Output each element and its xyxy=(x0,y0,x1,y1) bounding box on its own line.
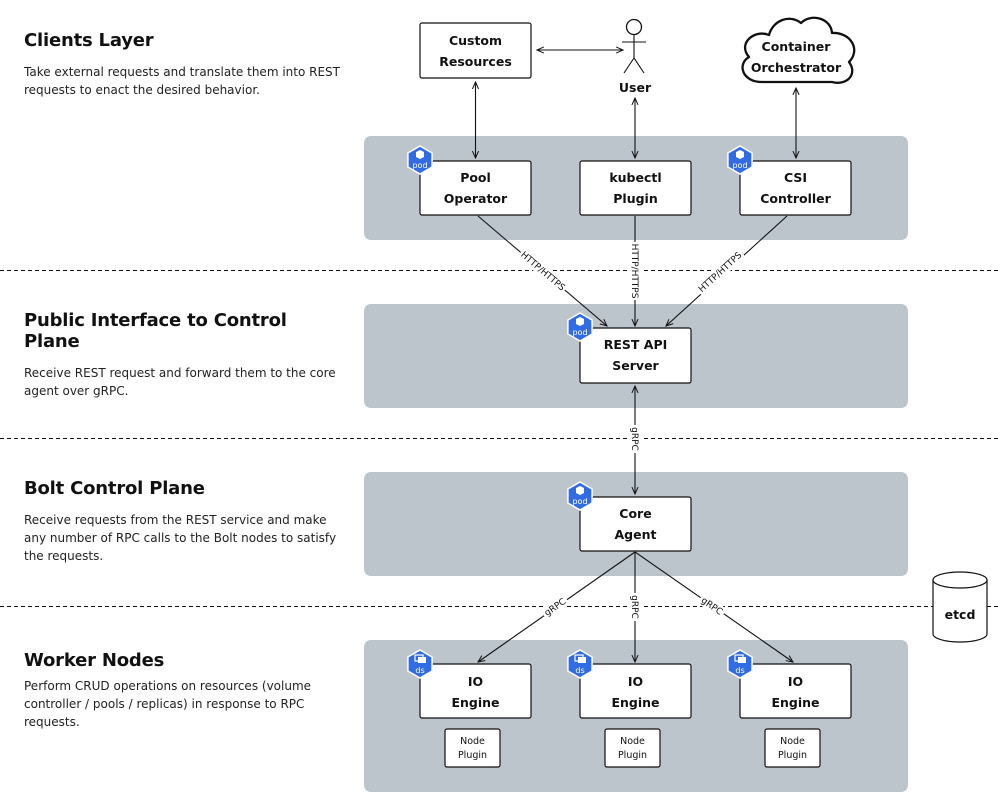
svg-text:Node: Node xyxy=(460,736,485,747)
svg-text:pod: pod xyxy=(732,161,747,170)
container-orchestrator-label: Orchestrator xyxy=(751,60,842,75)
svg-text:Core: Core xyxy=(619,506,651,521)
svg-text:CSI: CSI xyxy=(784,170,807,185)
section-public-interface: Public Interface to Control Plane Receiv… xyxy=(24,310,344,400)
user-icon xyxy=(622,18,646,74)
pod-badge-icon: pod xyxy=(567,312,593,342)
svg-text:ds: ds xyxy=(575,666,584,675)
pod-badge-icon: pod xyxy=(727,145,753,175)
section-title: Bolt Control Plane xyxy=(24,478,205,499)
custom-resources-node: Custom Resources xyxy=(419,22,532,79)
section-title: Worker Nodes xyxy=(24,650,165,671)
pod-badge-icon: pod xyxy=(407,145,433,175)
kubectl-plugin-node: kubectl Plugin xyxy=(579,160,692,216)
svg-text:Node: Node xyxy=(620,736,645,747)
edge-label: gRPC xyxy=(629,427,639,451)
etcd-database-icon xyxy=(932,571,988,643)
svg-text:Controller: Controller xyxy=(760,191,831,206)
svg-text:pod: pod xyxy=(572,497,587,506)
svg-text:Pool: Pool xyxy=(460,170,491,185)
svg-text:Plugin: Plugin xyxy=(613,191,657,206)
svg-text:Plugin: Plugin xyxy=(458,750,487,761)
svg-text:Engine: Engine xyxy=(611,695,659,710)
section-title: Clients Layer xyxy=(24,30,154,51)
rest-api-server-node: REST API Server xyxy=(579,327,692,384)
svg-text:pod: pod xyxy=(572,328,587,337)
svg-text:REST API: REST API xyxy=(604,337,668,352)
section-description: Perform CRUD operations on resources (vo… xyxy=(24,679,312,729)
user-label: User xyxy=(619,80,652,95)
section-title: Public Interface to Control Plane xyxy=(24,310,287,352)
edge-label: gRPC xyxy=(629,595,639,619)
svg-text:Server: Server xyxy=(612,358,659,373)
svg-text:pod: pod xyxy=(412,161,427,170)
section-description: Receive requests from the REST service a… xyxy=(24,513,337,563)
etcd-label: etcd xyxy=(945,607,976,622)
node-plugin-node: Node Plugin xyxy=(604,728,661,768)
node-plugin-node: Node Plugin xyxy=(444,728,501,768)
node-plugin-node: Node Plugin xyxy=(764,728,821,768)
svg-text:Engine: Engine xyxy=(771,695,819,710)
ds-badge-icon: ds xyxy=(727,649,753,679)
pool-operator-node: Pool Operator xyxy=(419,160,532,216)
svg-text:Agent: Agent xyxy=(615,527,657,542)
svg-text:kubectl: kubectl xyxy=(609,170,661,185)
svg-text:ds: ds xyxy=(735,666,744,675)
section-bolt-control-plane: Bolt Control Plane Receive requests from… xyxy=(24,478,344,565)
core-agent-node: Core Agent xyxy=(579,496,692,552)
section-description: Take external requests and translate the… xyxy=(24,65,340,97)
svg-text:Custom: Custom xyxy=(449,33,502,48)
svg-text:Resources: Resources xyxy=(439,54,512,69)
csi-controller-node: CSI Controller xyxy=(739,160,852,216)
io-engine-node: IO Engine xyxy=(739,663,852,719)
io-engine-node: IO Engine xyxy=(419,663,532,719)
container-orchestrator-label: Container xyxy=(762,39,832,54)
svg-text:Plugin: Plugin xyxy=(618,750,647,761)
section-description: Receive REST request and forward them to… xyxy=(24,366,336,398)
io-engine-node: IO Engine xyxy=(579,663,692,719)
svg-text:IO: IO xyxy=(788,674,803,689)
edge-label: HTTP/HTTPS xyxy=(518,250,566,293)
svg-text:ds: ds xyxy=(415,666,424,675)
edge-label: HTTP/HTTPS xyxy=(697,250,744,294)
svg-text:IO: IO xyxy=(628,674,643,689)
svg-text:Operator: Operator xyxy=(444,191,508,206)
edge-label: HTTP/HTTPS xyxy=(629,244,639,299)
svg-text:IO: IO xyxy=(468,674,483,689)
svg-text:Plugin: Plugin xyxy=(778,750,807,761)
svg-text:Engine: Engine xyxy=(451,695,499,710)
svg-text:Node: Node xyxy=(780,736,805,747)
ds-badge-icon: ds xyxy=(407,649,433,679)
ds-badge-icon: ds xyxy=(567,649,593,679)
section-worker-nodes: Worker Nodes Perform CRUD operations on … xyxy=(24,650,344,731)
section-clients-layer: Clients Layer Take external requests and… xyxy=(24,30,344,99)
pod-badge-icon: pod xyxy=(567,481,593,511)
cloud-icon xyxy=(741,16,856,84)
